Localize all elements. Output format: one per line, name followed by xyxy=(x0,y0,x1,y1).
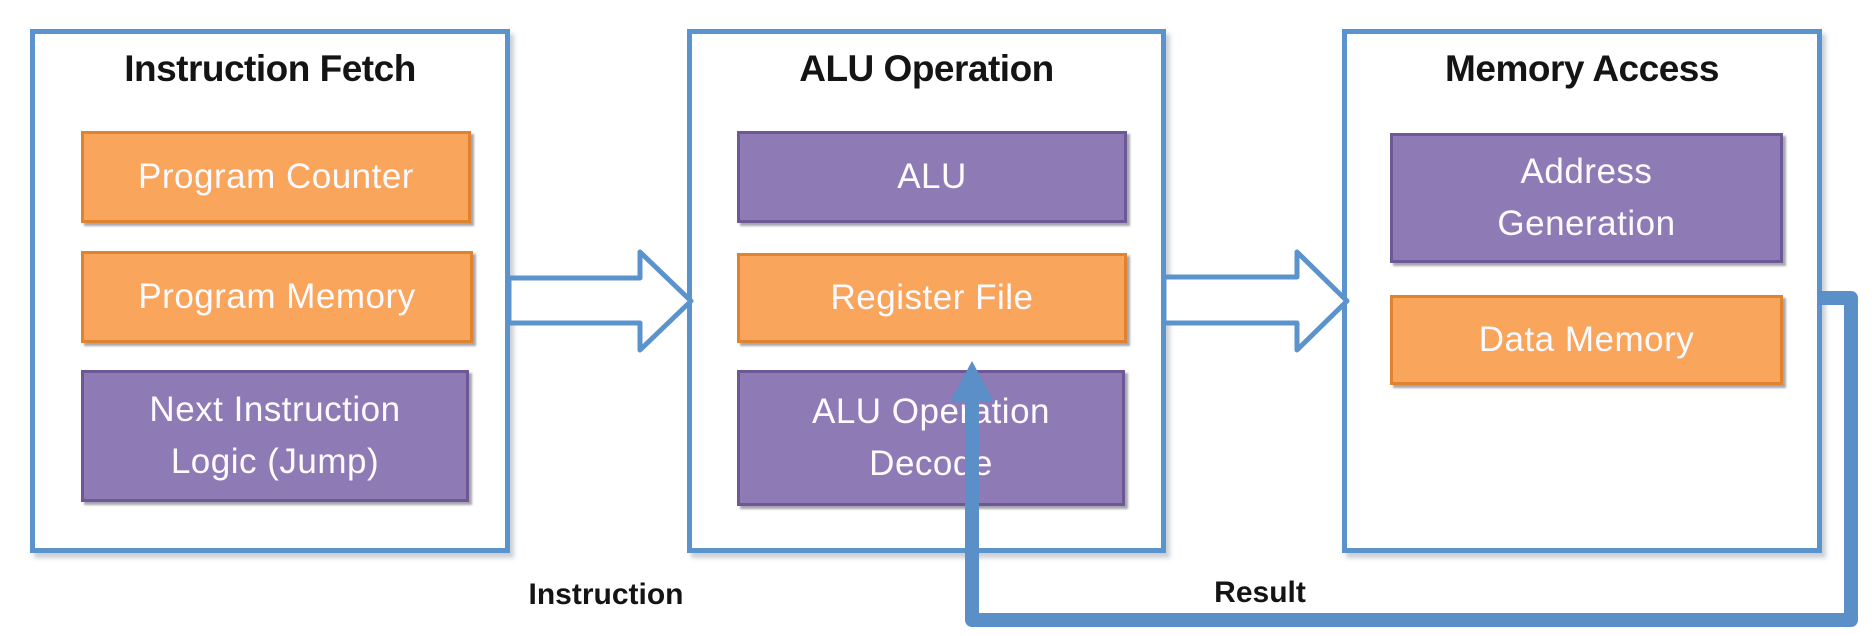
result-flow-label: Result xyxy=(1214,576,1306,609)
panel-instruction-fetch: Instruction Fetch Program Counter Progra… xyxy=(30,29,510,553)
block-program-counter: Program Counter xyxy=(81,131,471,223)
block-label: ALU xyxy=(897,156,967,196)
block-address-generation: Address Generation xyxy=(1390,133,1783,263)
block-register-file: Register File xyxy=(737,253,1127,343)
instruction-flow-label: Instruction xyxy=(528,578,684,611)
panel-memory-access: Memory Access Address Generation Data Me… xyxy=(1342,29,1822,553)
block-next-instruction-logic: Next Instruction Logic (Jump) xyxy=(81,370,469,502)
panel-alu-operation: ALU Operation ALU Register File ALU Oper… xyxy=(687,29,1166,553)
block-alu: ALU xyxy=(737,131,1127,223)
panel-title: Memory Access xyxy=(1445,48,1719,89)
block-label: Next Instruction Logic (Jump) xyxy=(149,389,401,482)
block-program-memory: Program Memory xyxy=(81,251,473,343)
block-alu-operation-decode: ALU Operation Decode xyxy=(737,370,1125,506)
panel-title: Instruction Fetch xyxy=(124,48,416,89)
block-label: Data Memory xyxy=(1478,319,1695,359)
block-label: Program Counter xyxy=(138,156,414,196)
block-label: ALU Operation Decode xyxy=(811,391,1051,484)
block-data-memory: Data Memory xyxy=(1390,295,1783,385)
block-label: Address Generation xyxy=(1497,151,1676,244)
instruction-flow-arrow-icon xyxy=(506,249,694,353)
block-label: Register File xyxy=(830,277,1034,317)
result-flow-arrow-icon xyxy=(1161,249,1350,353)
block-label: Program Memory xyxy=(138,276,416,316)
panel-title: ALU Operation xyxy=(799,48,1054,89)
